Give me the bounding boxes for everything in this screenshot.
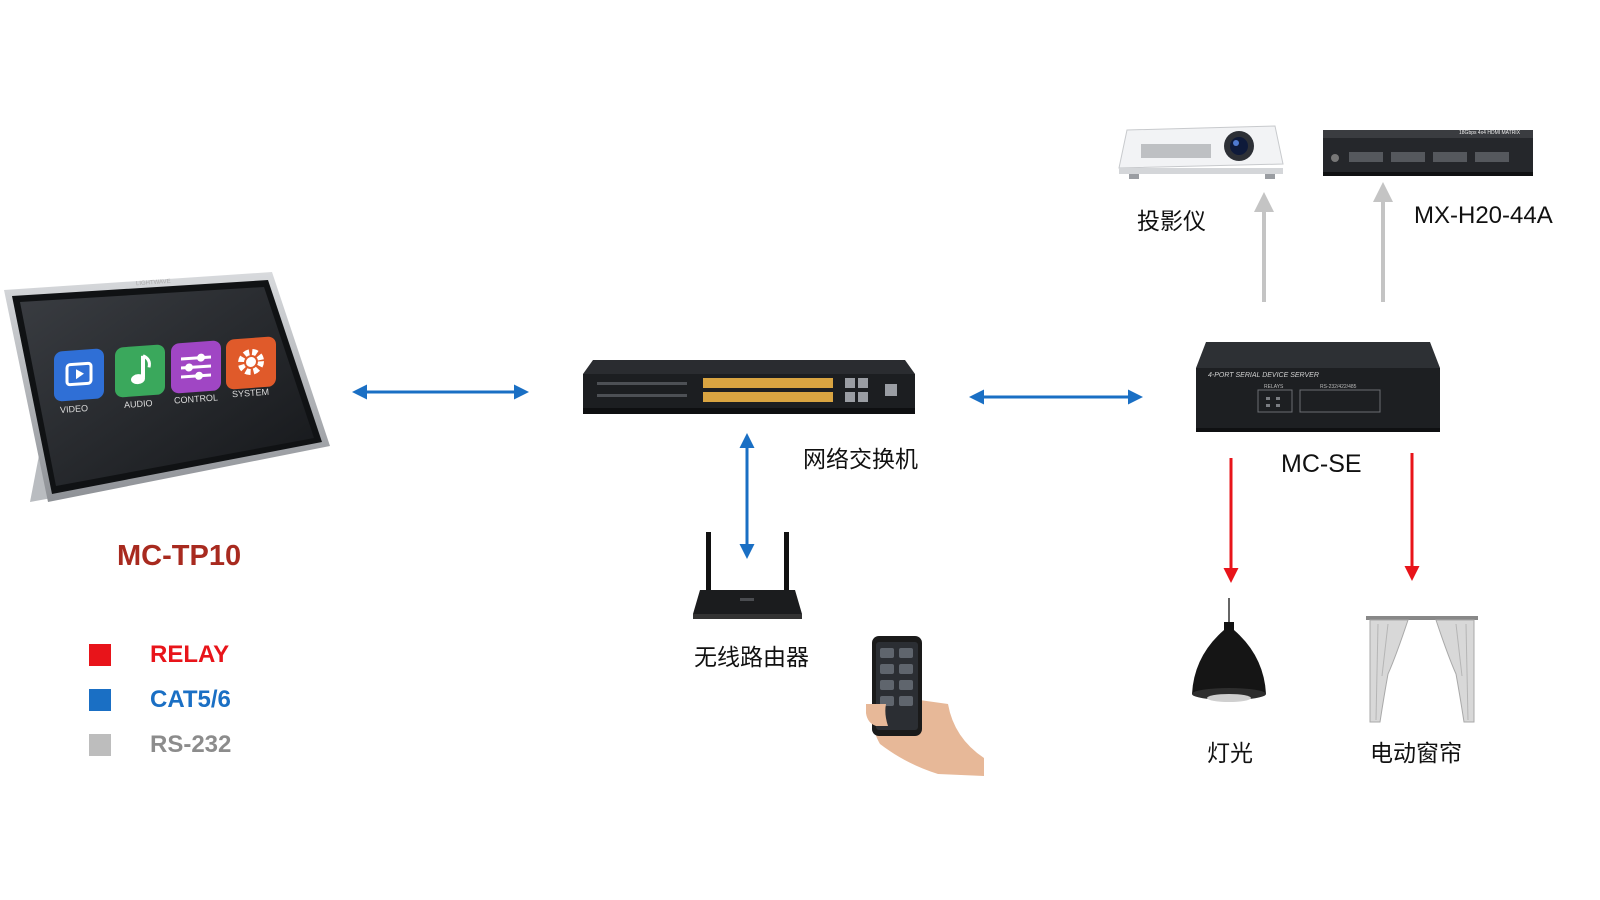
sliders-icon <box>181 353 211 380</box>
phone-illustration <box>865 636 984 776</box>
tablet-app-audio-label: AUDIO <box>123 398 153 410</box>
hdmi-matrix-device: 18Gbps 4x4 HDMI MATRIX <box>1323 130 1533 176</box>
matrix-label: MX-H20-44A <box>1414 202 1553 229</box>
server-label: MC-SE <box>1281 450 1362 478</box>
projector-label: 投影仪 <box>1137 209 1206 235</box>
curtain-label: 电动窗帘 <box>1370 741 1462 767</box>
electric-curtain <box>1366 616 1478 726</box>
curtain-illustration <box>1366 616 1478 723</box>
tablet-app-control <box>171 340 221 394</box>
tablet-app-system <box>226 336 276 390</box>
server-relays-label: RELAYS <box>1264 384 1284 390</box>
matrix-panel-title: 18Gbps 4x4 HDMI MATRIX <box>1459 130 1521 136</box>
legend-cat-swatch <box>89 689 111 711</box>
legend-serial-swatch <box>89 734 111 756</box>
tablet-app-video-label: VIDEO <box>59 403 89 415</box>
server-panel-title: 4-PORT SERIAL DEVICE SERVER <box>1208 372 1319 379</box>
pendant-light <box>1188 598 1270 716</box>
light-illustration <box>1192 598 1266 702</box>
light-label: 灯光 <box>1207 741 1253 767</box>
tablet-illustration <box>4 272 330 502</box>
tablet-label: MC-TP10 <box>117 540 242 572</box>
switch-label: 网络交换机 <box>803 447 918 473</box>
legend-cat-label: CAT5/6 <box>150 686 231 713</box>
router-label: 无线路由器 <box>694 645 809 671</box>
phone-in-hand <box>865 634 984 776</box>
legend-serial-label: RS-232 <box>150 731 232 758</box>
projector-illustration <box>1118 125 1284 179</box>
server-serial-label: RS-232/422/485 <box>1320 384 1357 390</box>
projector-device <box>1117 124 1285 182</box>
tablet-device: LIGHTWAVE VIDEO AUDIO CONTROL SYSTEM <box>0 270 345 530</box>
gear-icon <box>238 348 264 376</box>
legend-relay-swatch <box>89 644 111 666</box>
server-illustration <box>1196 342 1440 432</box>
video-play-icon <box>65 361 93 387</box>
wireless-router <box>690 532 805 622</box>
legend-relay-label: RELAY <box>150 641 230 668</box>
router-illustration <box>693 532 802 619</box>
music-note-icon <box>131 354 151 385</box>
tablet-app-video <box>54 348 104 402</box>
matrix-illustration <box>1323 130 1533 176</box>
switch-illustration <box>583 360 915 414</box>
network-switch <box>583 360 915 416</box>
serial-device-server: 4-PORT SERIAL DEVICE SERVER RELAYS RS-23… <box>1196 342 1440 434</box>
tablet-app-audio <box>115 344 165 398</box>
